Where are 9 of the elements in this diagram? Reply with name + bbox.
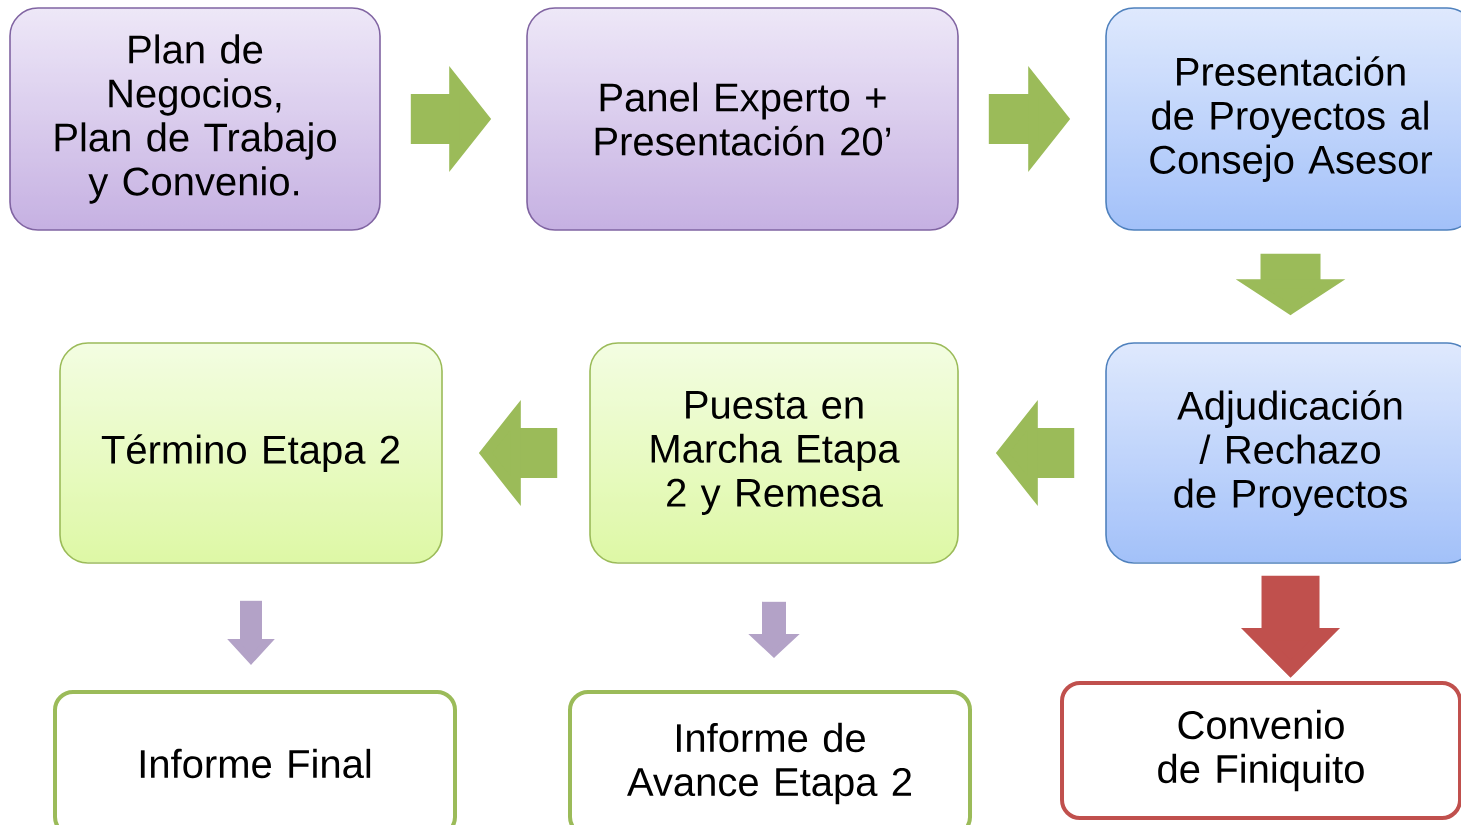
step-box: Puesta en Marcha Etapa 2 y Remesa <box>589 342 959 564</box>
step-box: Plan de Negocios, Plan de Trabajo y Convenio. <box>9 7 381 231</box>
step-box: Presentación de Proyectos al Consejo Asesor <box>1105 7 1461 231</box>
step-box: Término Etapa 2 <box>59 342 443 564</box>
step-box: Informe Final <box>53 690 457 825</box>
step-box: Convenio de Finiquito <box>1060 681 1461 820</box>
step-box: Panel Experto + Presentación 20’ <box>526 7 959 231</box>
step-box: Informe de Avance Etapa 2 <box>568 690 972 825</box>
step-box: Adjudicación / Rechazo de Proyectos <box>1105 342 1461 564</box>
